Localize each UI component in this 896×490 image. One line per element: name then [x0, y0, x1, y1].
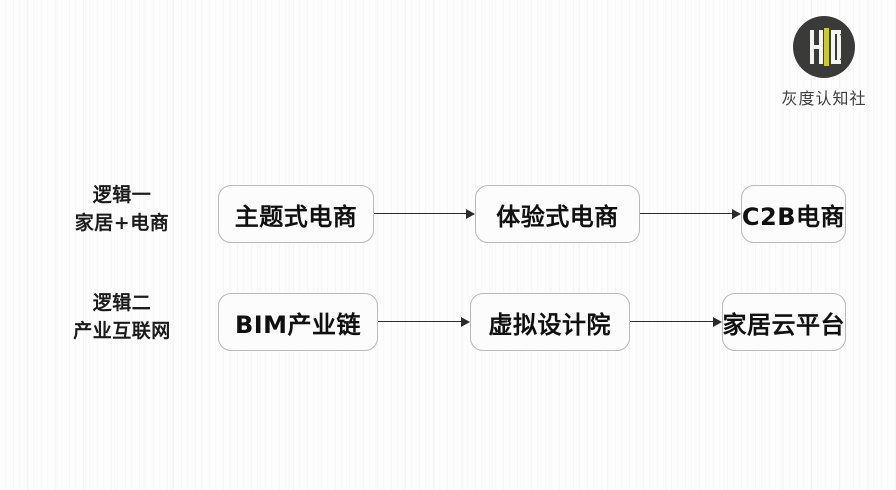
brand-name: 灰度认知社: [781, 89, 867, 108]
flow-node-label: C2B电商: [741, 202, 846, 231]
flow-node-label: 体验式电商: [496, 202, 619, 231]
flow-node-label: 主题式电商: [234, 202, 358, 231]
arrow-shaft: [374, 213, 468, 215]
flow-node-label: 虚拟设计院: [488, 310, 611, 339]
row-label-logic-two: 逻辑二 产业互联网: [32, 290, 212, 345]
arrow-shaft: [639, 213, 734, 215]
arrow-head: [460, 316, 470, 327]
logo-accent-stripe: [824, 28, 829, 66]
logo-circle-icon: [793, 16, 855, 78]
brand-logo: 灰度认知社: [768, 16, 880, 114]
flow-row-logic-two: BIM产业链 虚拟设计院 家居云平台: [218, 293, 846, 351]
row-label-line-1: 逻辑二: [92, 292, 152, 314]
flow-node-2-3[interactable]: 家居云平台: [721, 293, 846, 351]
flow-node-1-1[interactable]: 主题式电商: [218, 185, 374, 243]
flow-node-label: BIM产业链: [234, 310, 362, 339]
arrow-right-icon: [374, 208, 475, 220]
arrow-head: [712, 316, 722, 327]
logo-hd-monogram-icon: [793, 16, 855, 78]
row-label-line-1: 逻辑一: [92, 184, 152, 206]
flow-node-1-2[interactable]: 体验式电商: [474, 185, 640, 243]
flow-node-1-3[interactable]: C2B电商: [740, 185, 847, 243]
arrow-shaft: [629, 321, 715, 323]
row-label-line-2: 产业互联网: [73, 319, 171, 342]
row-label-line-2: 家居+电商: [74, 211, 170, 234]
flow-row-logic-one: 主题式电商 体验式电商 C2B电商: [218, 185, 847, 243]
flow-node-2-2[interactable]: 虚拟设计院: [469, 293, 630, 351]
arrow-shaft: [378, 321, 463, 323]
arrow-right-icon: [639, 208, 741, 220]
flow-node-label: 家居云平台: [722, 310, 845, 339]
flow-node-2-1[interactable]: BIM产业链: [218, 293, 378, 351]
arrow-head: [731, 208, 741, 219]
arrow-right-icon: [629, 316, 722, 328]
arrow-right-icon: [378, 316, 470, 328]
row-label-logic-one: 逻辑一 家居+电商: [32, 182, 212, 237]
arrow-head: [465, 208, 475, 219]
